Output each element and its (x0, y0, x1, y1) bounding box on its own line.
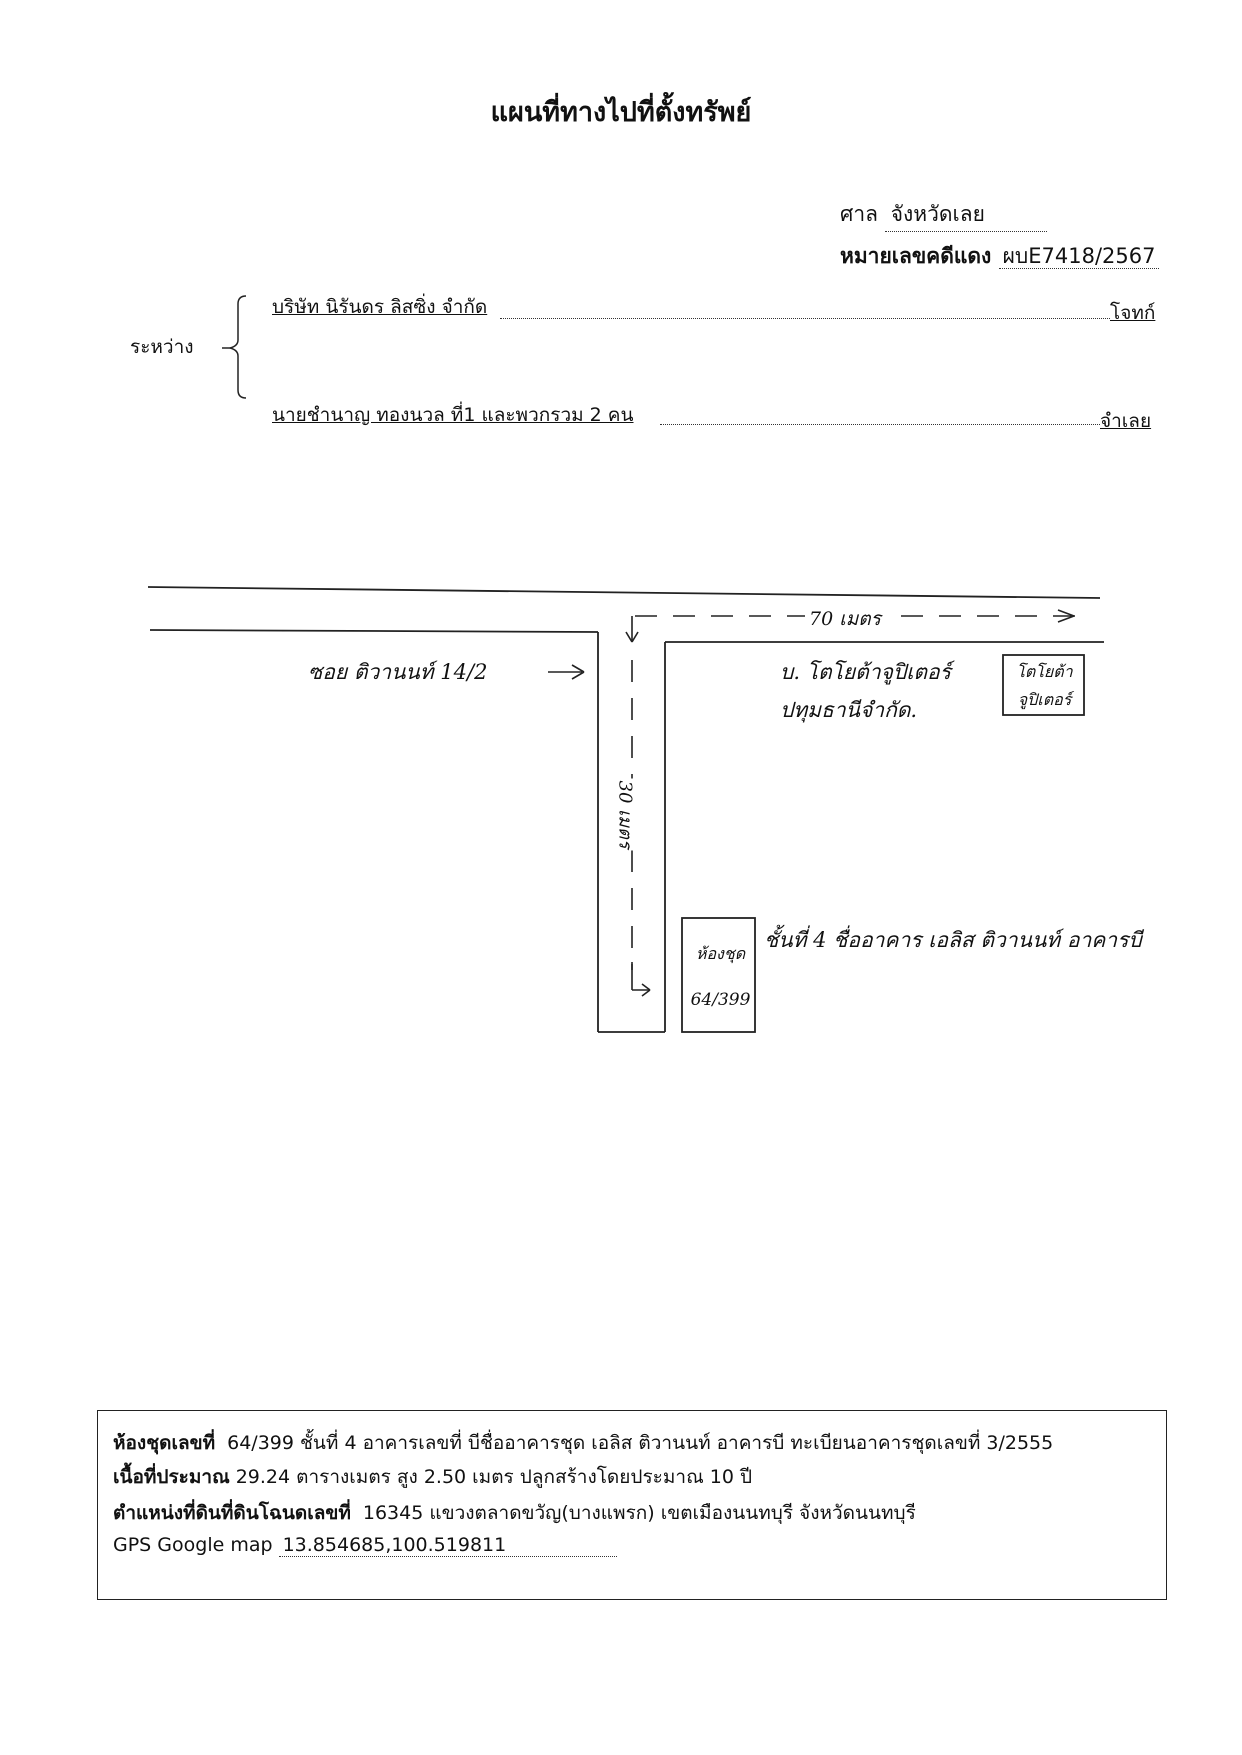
soi-arrow-icon (571, 664, 585, 680)
plaintiff-role: โจทก์ (1110, 302, 1156, 324)
company-line1: บ. โตโยต้าจูปิเตอร์ (780, 660, 951, 684)
defendant-dotted-line (660, 424, 1100, 425)
top-route-arrow-icon (1057, 609, 1075, 623)
soi-label: ซอย ติวานนท์ 14/2 (308, 660, 488, 684)
plaintiff-dotted-line (500, 318, 1110, 319)
company-line2: ปทุมธานีจำกัด. (780, 698, 918, 722)
area-label: เนื้อที่ประมาณ (113, 1466, 230, 1488)
building-note: ชั้นที่ 4 ชื่ออาคาร เอลิส ติวานนท์ อาคาร… (764, 928, 1142, 952)
gps-value: 13.854685,100.519811 (278, 1534, 617, 1557)
top-distance-label: 70 เมตร (805, 604, 885, 634)
toyota-box (1002, 654, 1085, 716)
side-distance-label: 30 เมตร (611, 778, 641, 851)
destination-arrow-icon (641, 983, 651, 997)
gps-label: GPS Google map (113, 1534, 273, 1556)
defendant-role: จำเลย (1100, 410, 1152, 432)
court-value: จังหวัดเลย (884, 198, 1047, 232)
unit-label: ห้องชุดเลขที่ (113, 1432, 216, 1454)
case-row: หมายเลขคดีแดง ผบE7418/2567 (840, 240, 1160, 273)
plaintiff-name: บริษัท นิรันดร ลิสซิ่ง จำกัด (272, 296, 488, 318)
unit-row: ห้องชุดเลขที่ 64/399 ชั้นที่ 4 อาคารเลขที… (113, 1428, 1053, 1458)
location-row: ตำแหน่งที่ดินที่ดินโฉนดเลขที่ 16345 แขวงต… (113, 1498, 916, 1528)
toyota-box-line1: โตโยต้า (1016, 662, 1073, 681)
room-box-line2: 64/399 (690, 990, 751, 1010)
location-text: 16345 แขวงตลาดขวัญ(บางแพรก) เขตเมืองนนทบ… (362, 1502, 916, 1524)
court-label: ศาล (840, 202, 878, 226)
main-road-bottom-edge-left (149, 629, 599, 633)
case-value: ผบE7418/2567 (998, 244, 1160, 269)
property-info-box (97, 1410, 1167, 1600)
room-box (681, 917, 756, 1033)
court-row: ศาล จังหวัดเลย (840, 198, 1047, 232)
gps-row: GPS Google map 13.854685,100.519811 (113, 1534, 617, 1557)
defendant-name: นายชำนาญ ทองนวล ที่1 และพวกรวม 2 คน (272, 404, 634, 426)
unit-text: 64/399 ชั้นที่ 4 อาคารเลขที่ บีชื่ออาคาร… (227, 1432, 1054, 1454)
toyota-box-line2: จูปิเตอร์ (1017, 690, 1072, 709)
corner-arrow-icon (625, 631, 639, 643)
party-bracket (222, 295, 247, 399)
room-box-line1: ห้องชุด (695, 944, 746, 963)
area-text: 29.24 ตารางเมตร สูง 2.50 เมตร ปลูกสร้างโ… (235, 1466, 753, 1488)
case-label: หมายเลขคดีแดง (840, 244, 992, 268)
main-road-top-edge (147, 586, 1101, 599)
page-title: แผนที่ทางไปที่ตั้งทรัพย์ (490, 97, 752, 128)
between-label: ระหว่าง (130, 336, 194, 358)
location-label: ตำแหน่งที่ดินที่ดินโฉนดเลขที่ (113, 1502, 351, 1524)
